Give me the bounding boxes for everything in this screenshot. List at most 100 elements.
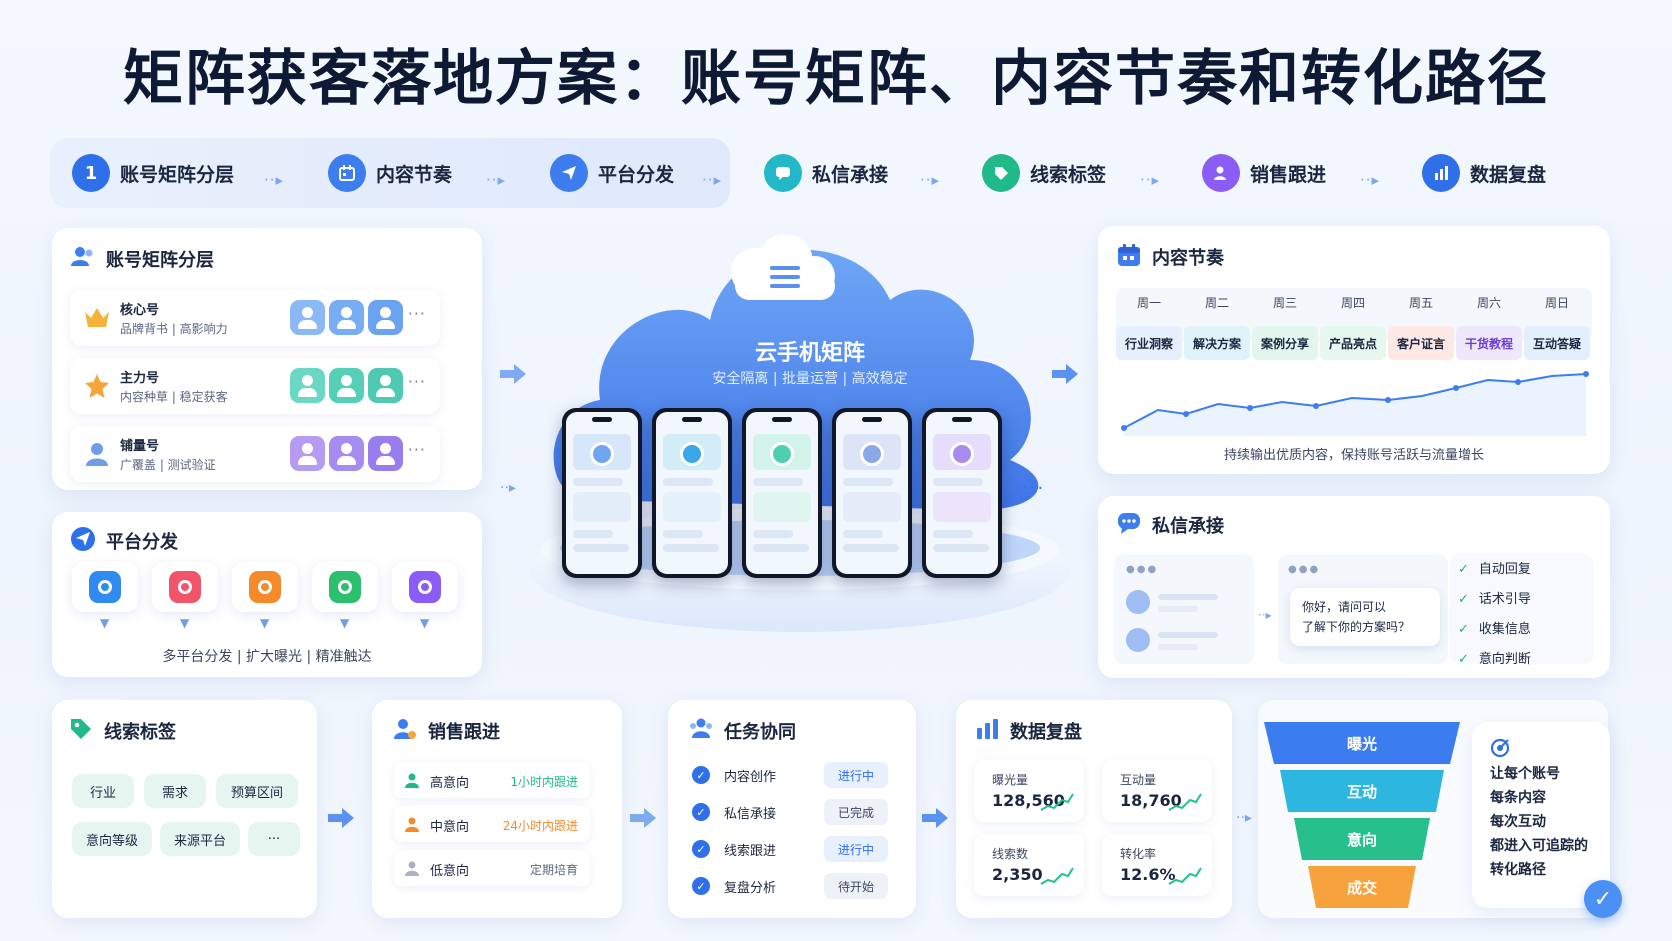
platform-tile[interactable] xyxy=(312,562,378,612)
person-green-icon xyxy=(405,773,419,788)
flow-arrow-icon: ··▸ xyxy=(486,171,507,189)
flow-arrow-icon: ··▸ xyxy=(702,171,723,189)
person-gray-icon xyxy=(405,861,419,876)
flow-step-data-review[interactable]: 数据复盘 xyxy=(1422,152,1546,194)
task-status: 待开始 xyxy=(824,873,888,899)
metric-label: 线索数 xyxy=(992,847,1029,861)
content-topic-tag[interactable]: 互动答疑 xyxy=(1524,326,1590,360)
star-icon xyxy=(85,374,109,398)
task-row[interactable]: ✓ 内容创作 进行中 xyxy=(692,760,888,790)
chat-bubble: 你好，请问可以 了解下你的方案吗？ xyxy=(1290,588,1440,646)
content-topic-tag[interactable]: 干货教程 xyxy=(1456,326,1522,360)
lead-tag[interactable]: 需求 xyxy=(144,774,206,808)
flow-step-lead-tags[interactable]: 线索标签 xyxy=(982,152,1106,194)
platform-tile[interactable] xyxy=(392,562,458,612)
tier-main[interactable]: 主力号 内容种草 | 稳定获客 ··· xyxy=(70,358,440,414)
sales-row-high[interactable]: 高意向 1小时内跟进 xyxy=(394,762,590,798)
sales-note: 定期培育 xyxy=(529,863,578,877)
sales-row-low[interactable]: 低意向 定期培育 xyxy=(394,850,590,886)
task-label: 私信承接 xyxy=(724,807,777,822)
flow-step-label: 线索标签 xyxy=(1030,163,1107,186)
sales-level: 中意向 xyxy=(430,820,470,835)
tier-core[interactable]: 核心号 品牌背书 | 高影响力 ··· xyxy=(70,290,440,346)
user-edit-icon xyxy=(1202,154,1240,192)
check-icon: ✓ xyxy=(1458,622,1469,637)
more-icon[interactable]: ··· xyxy=(407,440,426,459)
task-row[interactable]: ✓ 线索跟进 进行中 xyxy=(692,834,888,864)
side-note-card: 让每个账号 每条内容 每次互动 都进入可追踪的 转化路径 xyxy=(1472,722,1610,908)
flow-step-content-rhythm[interactable]: 内容节奏 xyxy=(328,152,452,194)
check-circle-icon: ✓ xyxy=(692,766,710,784)
flow-step-sales[interactable]: 销售跟进 xyxy=(1202,152,1326,194)
cloud-phone xyxy=(742,408,822,578)
task-row[interactable]: ✓ 复盘分析 待开始 xyxy=(692,871,888,901)
send-icon xyxy=(71,527,95,551)
platform-tile[interactable] xyxy=(152,562,218,612)
task-row[interactable]: ✓ 私信承接 已完成 xyxy=(692,797,888,827)
tier-desc: 内容种草 | 稳定获客 xyxy=(120,390,228,404)
arrow-right-icon xyxy=(1052,364,1078,384)
flow-step-label: 私信承接 xyxy=(812,163,889,186)
lead-tag-more[interactable]: ··· xyxy=(248,822,300,856)
sales-level: 高意向 xyxy=(430,776,470,791)
lead-tag[interactable]: 意向等级 xyxy=(72,822,152,856)
dashed-arrow-icon: ··▸ xyxy=(500,480,516,496)
sparkline-icon xyxy=(1040,867,1074,885)
flow-step-platform[interactable]: 平台分发 xyxy=(550,152,674,194)
cloud-phone xyxy=(832,408,912,578)
more-icon[interactable]: ··· xyxy=(407,304,426,323)
funnel-stage-interaction xyxy=(1280,770,1444,812)
platform-green-icon xyxy=(329,571,361,603)
cloud-phone xyxy=(652,408,732,578)
chat-icon xyxy=(764,154,802,192)
cloud-phone xyxy=(922,408,1002,578)
platform-tile[interactable] xyxy=(232,562,298,612)
funnel-label: 曝光 xyxy=(1346,735,1377,753)
cloud-title: 云手机矩阵 xyxy=(754,341,865,366)
sparkline-icon xyxy=(1040,793,1074,811)
funnel-stage-intent xyxy=(1294,818,1430,860)
check-item: ✓话术引导 xyxy=(1458,592,1531,607)
tier-volume[interactable]: 铺量号 广覆盖 | 测试验证 ··· xyxy=(70,426,440,482)
lead-tag[interactable]: 行业 xyxy=(72,774,134,808)
task-label: 复盘分析 xyxy=(724,881,777,896)
chat-window-panel: ●●● 你好，请问可以 了解下你的方案吗？ xyxy=(1278,554,1448,664)
lead-tag[interactable]: 来源平台 xyxy=(160,822,240,856)
avatar xyxy=(1126,628,1150,652)
task-status: 进行中 xyxy=(824,836,888,862)
check-item: ✓意向判断 xyxy=(1458,652,1531,667)
more-icon[interactable]: ··· xyxy=(407,372,426,391)
flow-step-label: 平台分发 xyxy=(598,163,675,186)
platform-tile[interactable] xyxy=(72,562,138,612)
content-topic-tag[interactable]: 案例分享 xyxy=(1252,326,1318,360)
avatar xyxy=(329,368,364,403)
data-review-card: 数据复盘 曝光量 128,560 互动量 18,760 线索数 2,350 转化… xyxy=(956,700,1232,918)
checklist-panel xyxy=(1450,554,1594,664)
sales-note: 24小时内跟进 xyxy=(502,819,578,833)
arrow-right-icon xyxy=(922,808,948,828)
check-icon: ✓ xyxy=(1458,562,1469,577)
check-icon: ✓ xyxy=(1458,592,1469,607)
arrow-right-icon xyxy=(500,364,526,384)
sales-card: 销售跟进 高意向 1小时内跟进 中意向 24小时内跟进 低意向 定期培育 xyxy=(372,700,622,918)
flow-highlight xyxy=(50,138,730,208)
content-topic-tag[interactable]: 产品亮点 xyxy=(1320,326,1386,360)
check-badge-icon: ✓ xyxy=(1584,880,1622,918)
calendar-day-label: 周二 xyxy=(1204,296,1229,310)
sales-row-mid[interactable]: 中意向 24小时内跟进 xyxy=(394,806,590,842)
content-topic-tag[interactable]: 客户证言 xyxy=(1388,326,1454,360)
flow-arrow-icon: ··▸ xyxy=(264,171,285,189)
card-title: 销售跟进 xyxy=(428,722,500,743)
content-topic-tag[interactable]: 行业洞察 xyxy=(1116,326,1182,360)
flow-step-account-tiers[interactable]: 1 账号矩阵分层 xyxy=(72,152,234,194)
funnel-stage-exposure xyxy=(1264,722,1460,764)
platform-orange-icon xyxy=(249,571,281,603)
flow-step-label: 销售跟进 xyxy=(1250,163,1327,186)
content-topic-tag[interactable]: 解决方案 xyxy=(1184,326,1250,360)
down-arrow-icon: ▼ xyxy=(340,616,350,630)
flow-step-dm[interactable]: 私信承接 xyxy=(764,152,888,194)
dm-card: 私信承接 ●●● ··▸ ●●● 你好，请问可以 了解下你的方案吗？ ✓自动回复… xyxy=(1098,496,1610,678)
lead-tag[interactable]: 预算区间 xyxy=(216,774,298,808)
cloud-phone xyxy=(562,408,642,578)
calendar-day-label: 周四 xyxy=(1340,296,1365,310)
